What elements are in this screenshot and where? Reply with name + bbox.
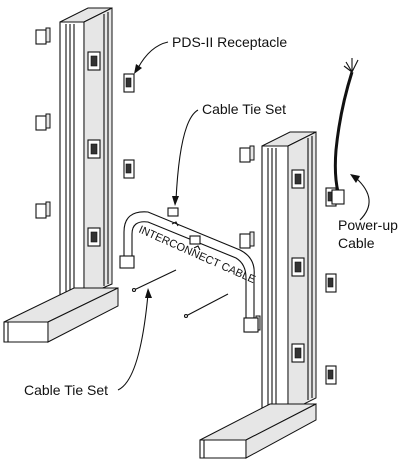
cable-tie-set-bottom-label: Cable Tie Set (24, 382, 108, 398)
pds-receptacle-modules-right (325, 187, 337, 385)
cable-tie-set-top-label: Cable Tie Set (202, 101, 286, 117)
interconnect-cable-label: INTERCONNECT CABLE (137, 224, 257, 286)
pds-receptacle-label: PDS-II Receptacle (172, 34, 287, 50)
right-upright (199, 131, 317, 459)
power-up-cable-label-line1: Power-up (338, 217, 398, 233)
left-upright (3, 7, 119, 343)
right-mounting-clips (239, 145, 261, 333)
cable-tie-hardware (131, 207, 229, 319)
left-mounting-clips (35, 27, 51, 219)
power-up-cable-label-line2: Cable (338, 235, 375, 251)
pds-receptacle-modules-left (123, 73, 135, 179)
power-up-cable (331, 58, 359, 205)
callout-leaders (117, 41, 370, 391)
